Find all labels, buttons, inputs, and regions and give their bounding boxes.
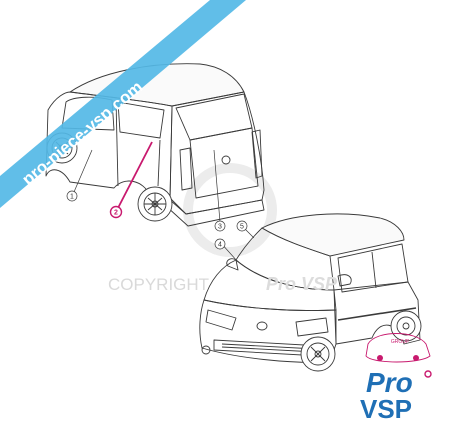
leader-2-highlight [117,141,153,209]
callout-2-label: 2 [114,210,118,217]
callout-3-label: 3 [218,224,222,231]
callout-4-label: 4 [218,242,222,249]
front-view-car [199,213,422,372]
callout-1-label: 1 [70,194,74,201]
callout-3[interactable]: 3 [214,220,226,232]
logo-group-text: GROUP [391,339,410,345]
logo-dot-icon [424,370,432,378]
leader-3 [213,149,221,223]
logo-wheel-icon [413,355,419,361]
brand-watermark: Pro VSP [266,274,338,294]
callout-2[interactable]: 2 [109,205,123,219]
logo-vsp-text: VSP [360,394,412,424]
copyright-watermark: COPYRIGHT [108,275,209,294]
leader-1 [73,149,93,193]
provsp-logo: GROUP Pro VSP [360,333,432,424]
callout-5[interactable]: 5 [236,220,248,232]
logo-wheel-icon [377,355,383,361]
watermark-ring [183,163,277,257]
logo-pro-text: Pro [366,367,413,398]
callout-1[interactable]: 1 [66,190,78,202]
callout-5-label: 5 [240,224,244,231]
callout-4[interactable]: 4 [214,238,226,250]
logo-car-icon [365,333,431,363]
